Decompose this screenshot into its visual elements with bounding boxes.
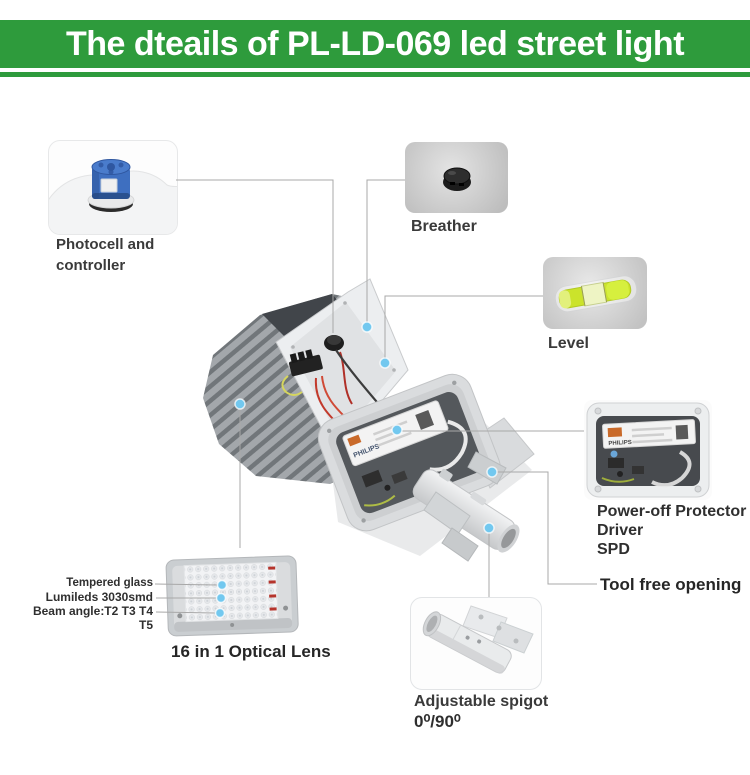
driver-callout-dot [391, 424, 403, 436]
level-illustration [554, 275, 638, 313]
driver-compartment: PHILIPS [317, 373, 501, 532]
tempered-glass-label: Tempered glass [66, 577, 153, 589]
black-wire [335, 349, 433, 471]
beam-angle-label: Beam angle:T2 T3 T4 T5 [32, 604, 153, 632]
breather-line [366, 179, 405, 326]
spd-label: SPD [597, 541, 630, 558]
adjustable-spigot-photo [410, 597, 542, 690]
led-module-illustration [165, 555, 299, 637]
breather-photo [405, 142, 508, 213]
adjustable-spigot-label: Adjustable spigot [414, 693, 549, 710]
driver-label-group: Power-off Protector Driver SPD [597, 502, 746, 559]
spigot-illustration [422, 605, 534, 674]
mount-arm [467, 417, 535, 489]
tool-free-latch [467, 451, 507, 485]
driver-illustration: PHILIPS [586, 402, 710, 498]
open-lid [275, 278, 409, 456]
terminal-block [288, 349, 323, 377]
breather-illustration [443, 167, 471, 191]
banner-underline-stripe [0, 72, 750, 77]
tool-free-opening-label: Tool free opening [600, 575, 742, 594]
led-module-photo [163, 548, 300, 643]
street-light-illustration: PHILIPS [203, 278, 535, 562]
optical-lens-label: 16 in 1 Optical Lens [171, 642, 331, 661]
lid-inner-face [290, 302, 396, 438]
level-line [384, 295, 543, 362]
photocell-photo [48, 140, 178, 235]
spigot-tube [412, 468, 520, 553]
green-wire [364, 494, 396, 507]
photocell-socket [324, 335, 344, 351]
driver-brand-text: PHILIPS [608, 440, 632, 447]
red-wire [321, 375, 349, 421]
driver-compartment-photo: PHILIPS [584, 400, 712, 500]
driver-label: Driver [597, 522, 644, 539]
level-photo [543, 257, 647, 329]
heatsink-fins [203, 294, 362, 484]
white-wire-loop [429, 419, 468, 472]
lamp-body [330, 418, 532, 556]
power-off-protector-label: Power-off Protector [597, 503, 747, 520]
yellow-wire [281, 375, 303, 396]
photocell-line [176, 179, 334, 333]
lumileds-label: Lumileds 3030smd [45, 590, 153, 604]
spigot-bracket [441, 527, 479, 562]
spigot-angle-label: 0⁰/90⁰ [414, 712, 461, 731]
red-wire [339, 351, 353, 405]
level-callout-dot [379, 357, 391, 369]
level-label: Level [548, 335, 589, 352]
spigot-callout-dot [483, 522, 495, 534]
red-wire [314, 377, 345, 431]
photocell-label: Photocell and controller [56, 236, 155, 274]
driver-box [342, 400, 449, 467]
heatsink-top-block [262, 294, 360, 350]
tool-free-line [492, 471, 597, 585]
led-callout-dot [234, 398, 246, 410]
breather-label: Breather [411, 218, 477, 235]
breather-callout-dot [361, 321, 373, 333]
spigot-bracket [423, 491, 471, 535]
photocell-illustration [49, 159, 177, 234]
driver-brand-text: PHILIPS [353, 443, 381, 459]
title-banner: The dteails of PL-LD-069 led street ligh… [0, 20, 750, 68]
page-title: The dteails of PL-LD-069 led street ligh… [65, 24, 685, 63]
tool-free-callout-dot [486, 466, 498, 478]
